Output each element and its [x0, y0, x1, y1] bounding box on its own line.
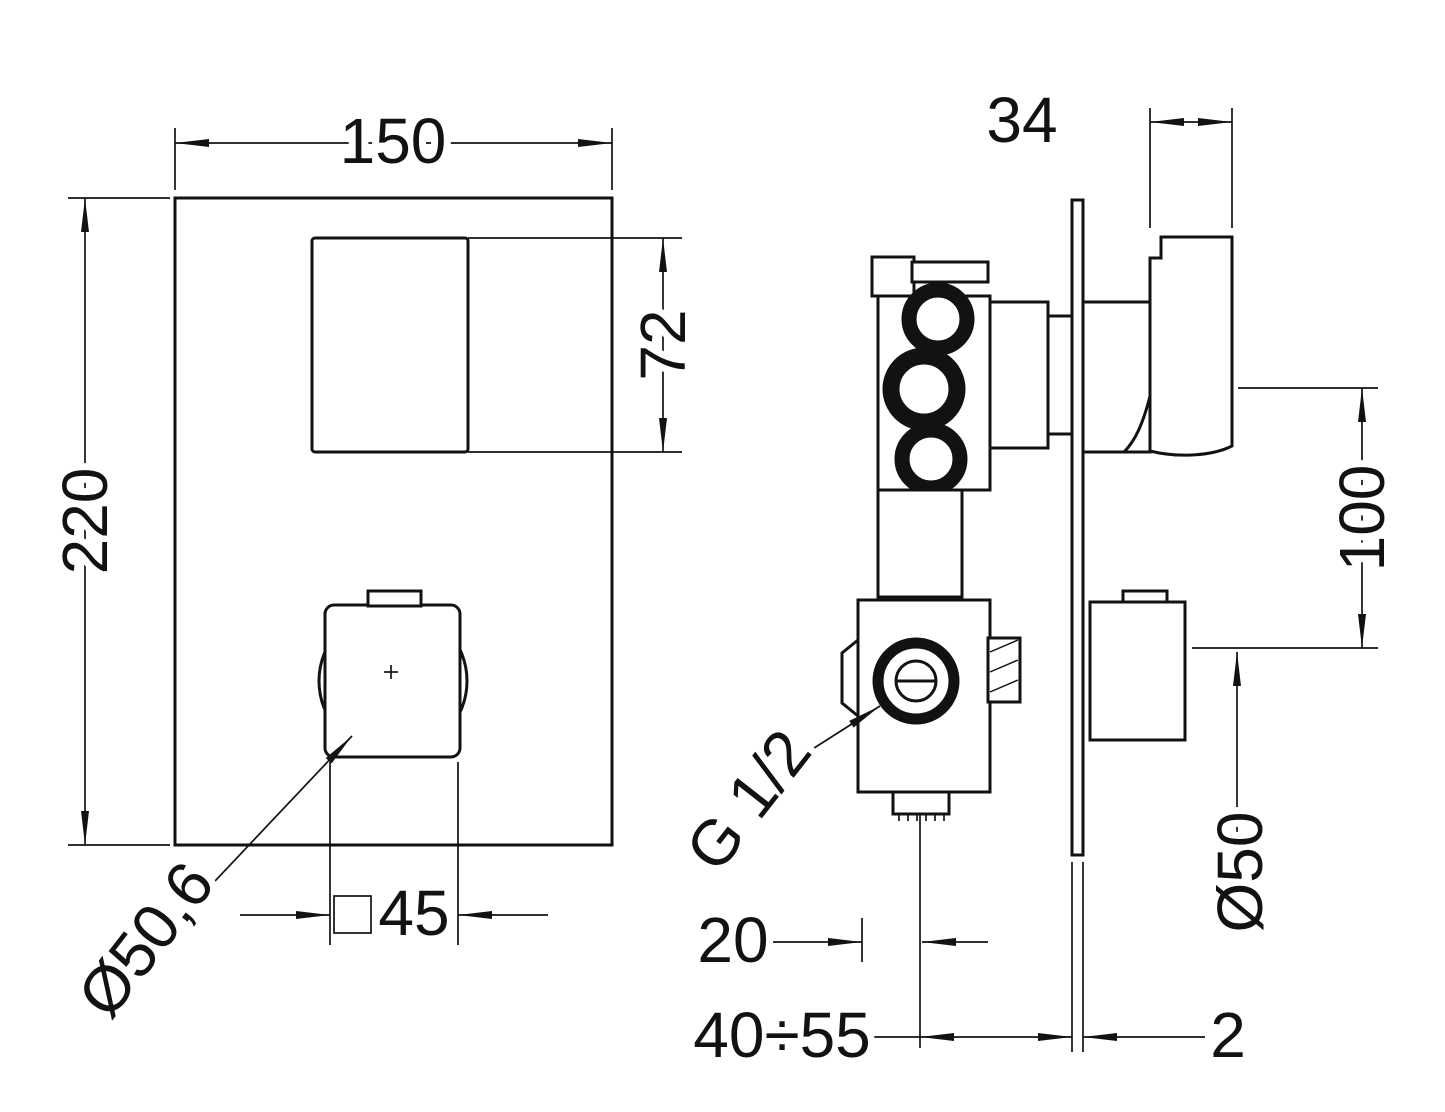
port-ring-middle: [882, 347, 966, 431]
thread-leader: G 1/2: [665, 705, 881, 891]
axis-distance-value: 100: [1326, 465, 1398, 572]
lever-handle: [1148, 235, 1234, 457]
knob-diameter-side-dimension: Ø50: [1197, 652, 1283, 939]
thread-hatch: [989, 679, 1019, 693]
plate-thickness-dimension: 2: [1083, 992, 1253, 1078]
min-depth-value: 20: [697, 904, 768, 976]
port-ring-top: [901, 282, 975, 356]
lower-body-hex-edge: [840, 638, 859, 718]
thread-hatch: [989, 639, 1019, 653]
axis-distance-dimension: 100: [1192, 387, 1405, 649]
plate-thickness-value: 2: [1210, 999, 1246, 1071]
leader-line: [799, 705, 881, 758]
install-depth-value: 40÷55: [693, 999, 871, 1071]
side-view: 34 100 Ø50 G 1/2 20: [665, 77, 1405, 1078]
front-width-dimension: 150: [174, 98, 613, 190]
button-height-value: 72: [627, 309, 699, 380]
knob-top-tab: [366, 589, 423, 608]
front-height-value: 220: [49, 468, 121, 575]
front-view: 150 220 72 45 Ø50,6: [42, 98, 706, 1037]
knob-diameter-value: Ø50,6: [64, 848, 228, 1030]
thread-hatch: [989, 659, 1019, 673]
upper-body-flange: [988, 300, 1050, 450]
upper-body-spacer: [1046, 314, 1074, 436]
min-depth-dimension: 20: [690, 897, 988, 983]
lower-valve-body: [840, 598, 1022, 821]
install-depth-dimension: 40÷55: [686, 862, 1084, 1078]
temperature-knob-side: [1088, 589, 1187, 742]
handle-neck-curve: [1122, 395, 1152, 454]
valve-middle-column: [876, 488, 964, 599]
handle-assembly: [1081, 235, 1234, 457]
upper-body-tab: [870, 255, 916, 298]
upper-body-cap: [910, 260, 990, 284]
knob-side-tab: [1121, 589, 1169, 604]
knob-diameter-side-value: Ø50: [1204, 812, 1276, 933]
upper-valve-body: [870, 255, 1074, 496]
knob-square-value: 45: [378, 877, 449, 949]
knob-square-dimension: 45: [240, 762, 548, 956]
wall-plate: [1070, 198, 1085, 857]
front-height-dimension: 220: [42, 197, 170, 846]
bottom-outlet: [891, 790, 951, 816]
handle-width-dimension: 34: [979, 77, 1233, 228]
square-section-symbol: [333, 895, 372, 934]
knob-square-cap: [323, 603, 462, 759]
knob-side-body: [1088, 600, 1187, 742]
front-width-value: 150: [340, 105, 447, 177]
leader-line: [147, 735, 353, 953]
port-ring-bottom: [894, 422, 968, 496]
button-height-dimension: 72: [468, 237, 706, 453]
diverter-button: [310, 236, 470, 454]
threaded-port: [986, 636, 1022, 704]
thread-value: G 1/2: [672, 716, 825, 884]
handle-width-value: 34: [986, 84, 1057, 156]
